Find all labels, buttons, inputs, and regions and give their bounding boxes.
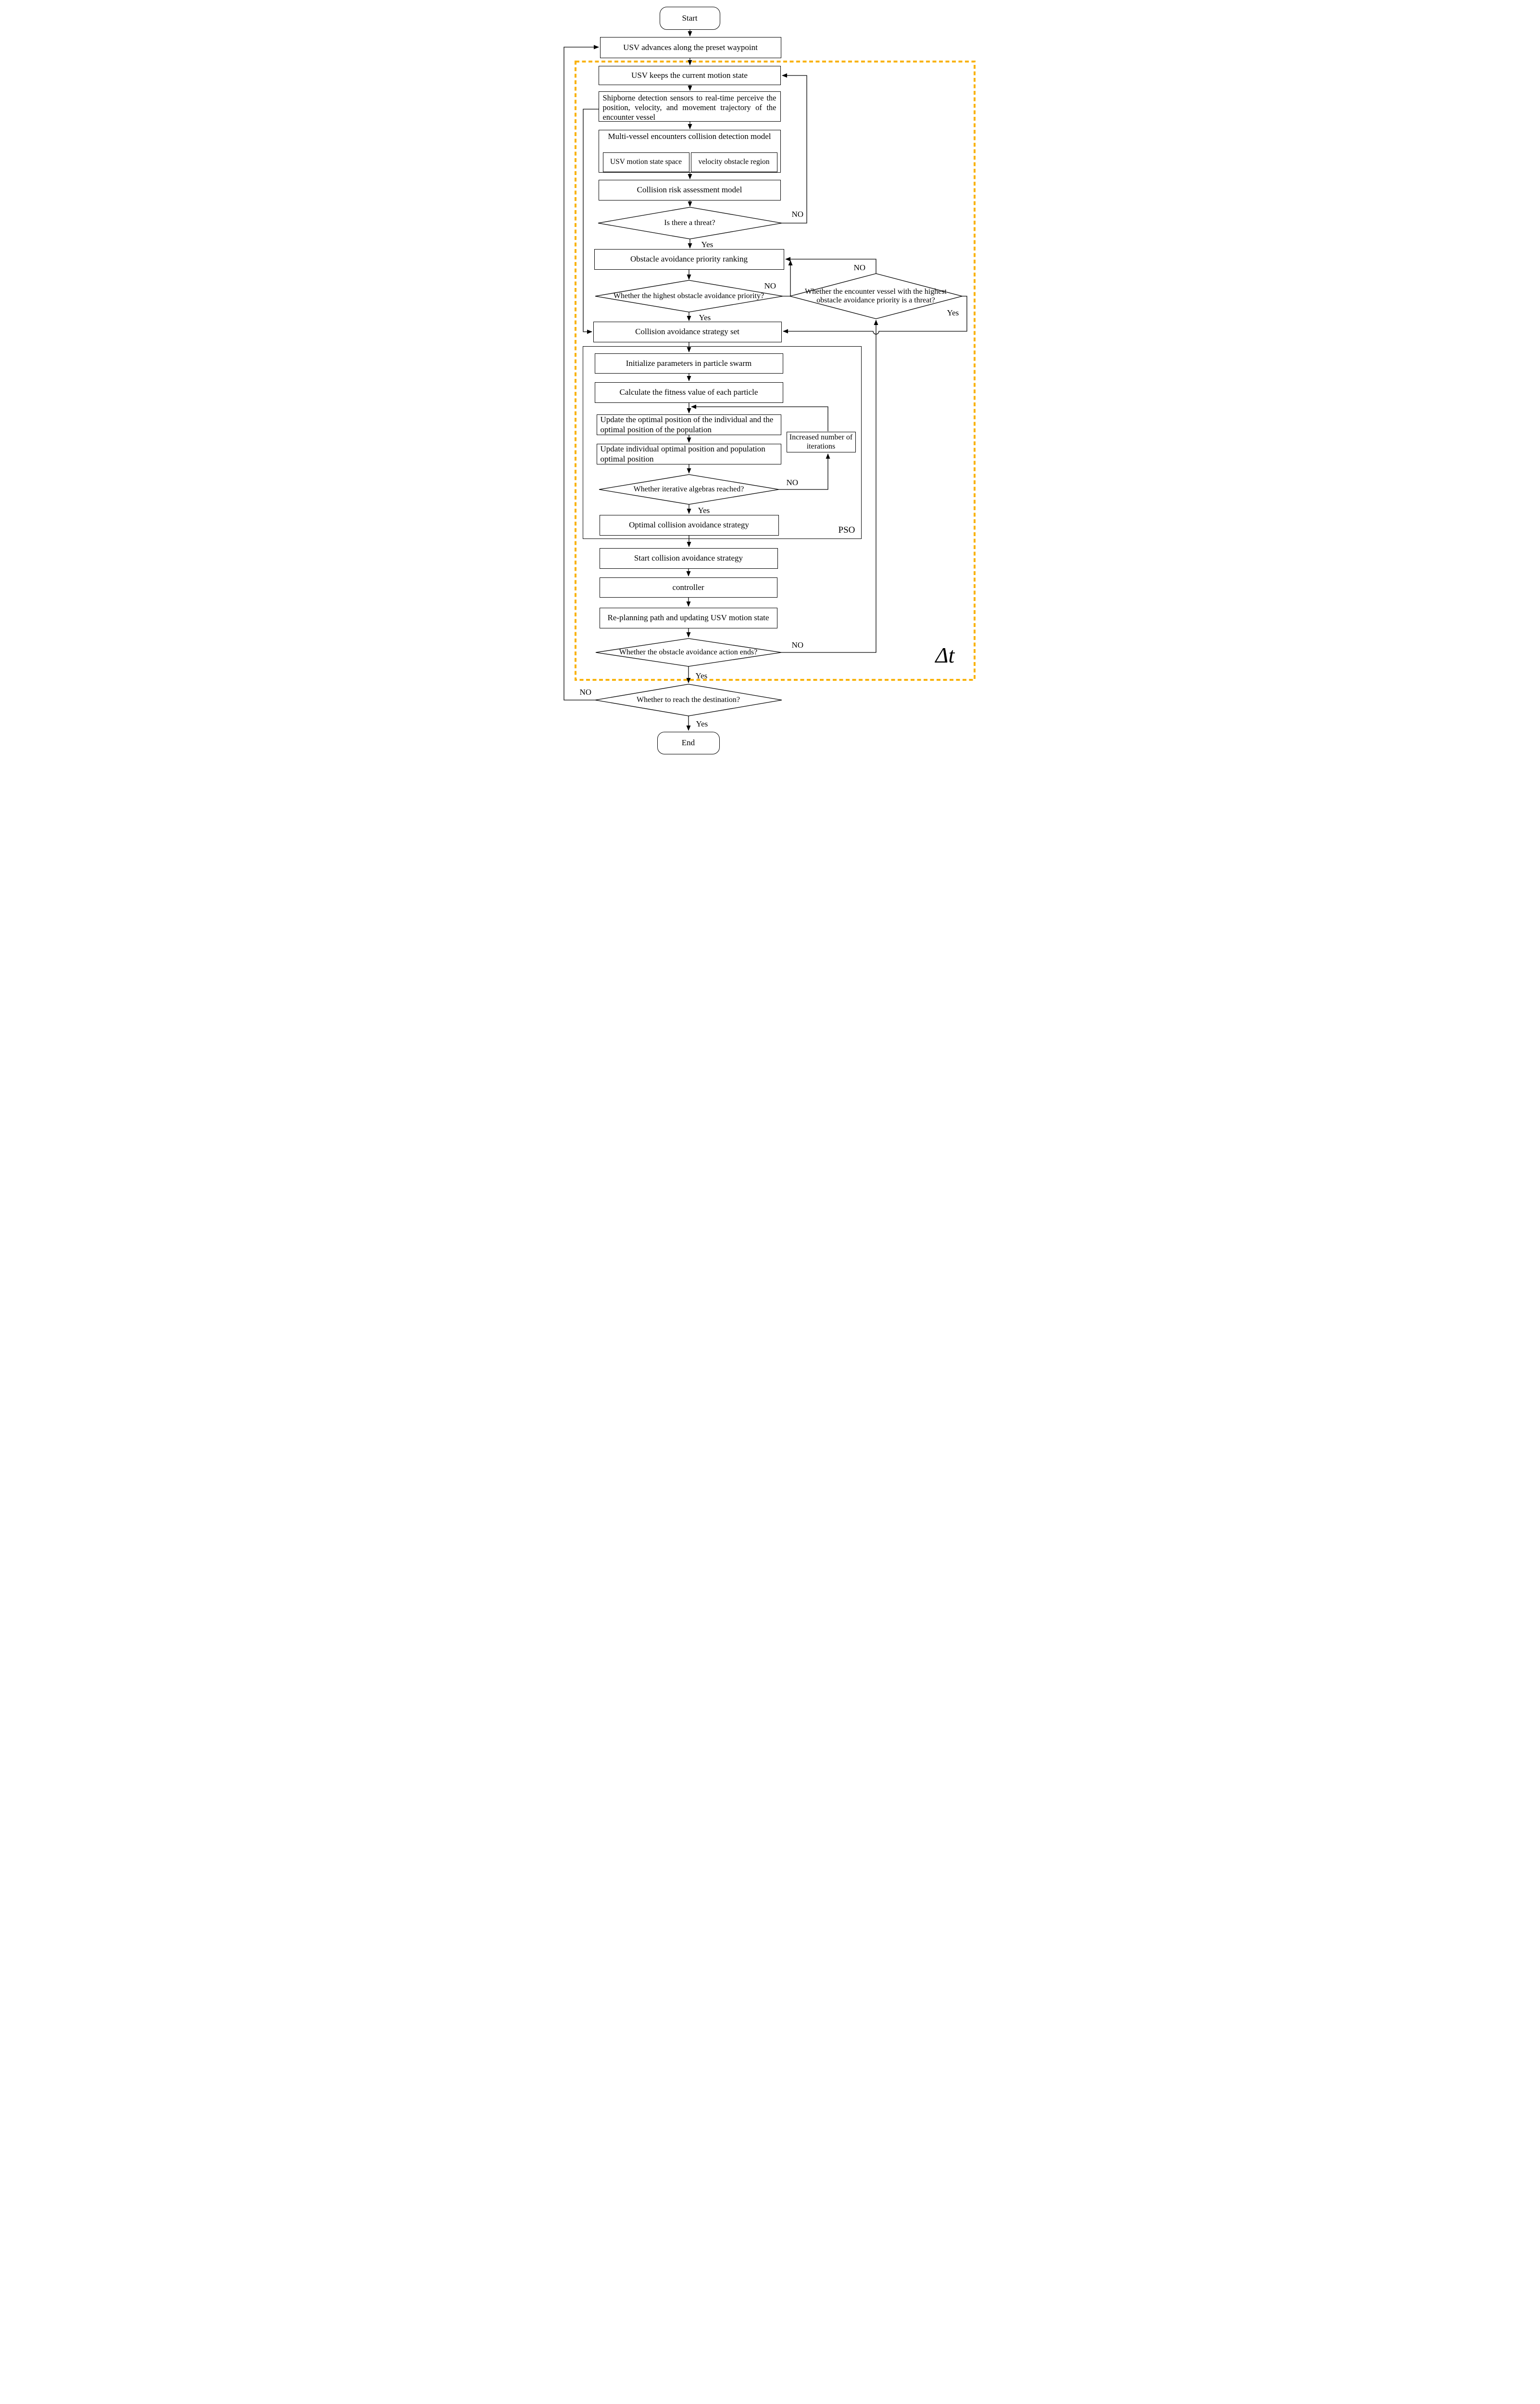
process-keep-motion-state: USV keeps the current motion state <box>598 66 781 85</box>
process-calc-fitness: Calculate the fitness value of each part… <box>594 382 783 403</box>
decision-highest-priority-shape <box>595 280 783 313</box>
decision-threat-shape <box>598 207 782 239</box>
pso-container <box>582 346 862 539</box>
process-priority-ranking: Obstacle avoidance priority ranking <box>594 249 784 270</box>
edge-no-action-ends: NO <box>791 640 804 650</box>
edge-yes-threat: Yes <box>701 240 714 249</box>
decision-iterative-shape <box>599 474 779 505</box>
detection-model-subboxes: USV motion state space velocity obstacle… <box>602 152 777 172</box>
process-shipborne-sensors: Shipborne detection sensors to real-time… <box>598 91 781 122</box>
process-controller: controller <box>599 577 777 598</box>
edge-yes-destination: Yes <box>696 719 708 728</box>
pso-label: PSO <box>838 525 855 535</box>
edge-yes-iterative: Yes <box>698 506 710 515</box>
edge-no-highest-priority: NO <box>764 281 776 290</box>
process-optimal-strategy: Optimal collision avoidance strategy <box>599 515 779 536</box>
decision-action-ends-shape <box>595 638 781 667</box>
flow-lines <box>563 30 967 731</box>
edge-no-encounter-threat: NO <box>853 263 866 272</box>
edge-yes-encounter-threat: Yes <box>947 308 959 317</box>
process-update-optimal: Update the optimal position of the indiv… <box>596 414 781 435</box>
decision-shapes <box>595 207 964 716</box>
process-replanning: Re-planning path and updating USV motion… <box>599 608 777 628</box>
process-start-strategy: Start collision avoidance strategy <box>599 548 778 569</box>
delta-t-dashed-boundary <box>574 61 976 681</box>
decision-encounter-threat-shape <box>788 273 964 319</box>
connector-layer <box>563 30 976 731</box>
delta-t-label: Δt <box>935 643 955 667</box>
edge-no-destination: NO <box>579 688 592 697</box>
flowchart-canvas: PSO Start USV advances along the preset … <box>557 0 983 761</box>
process-increase-iterations: Increased number of iterations <box>786 432 856 452</box>
edge-yes-highest-priority: Yes <box>699 313 711 322</box>
process-update-individual: Update individual optimal position and p… <box>596 444 781 464</box>
edge-no-iterative: NO <box>786 478 799 487</box>
subbox-motion-state-space: USV motion state space <box>602 152 689 172</box>
detection-model-title: Multi-vessel encounters collision detect… <box>608 132 771 141</box>
process-detection-model: Multi-vessel encounters collision detect… <box>598 130 781 173</box>
terminal-end: End <box>657 732 720 754</box>
process-init-particle-swarm: Initialize parameters in particle swarm <box>594 353 783 374</box>
terminal-start: Start <box>659 7 720 30</box>
process-advance-waypoint: USV advances along the preset waypoint <box>600 37 781 58</box>
process-risk-assessment: Collision risk assessment model <box>598 180 781 200</box>
edge-yes-action-ends: Yes <box>695 671 708 680</box>
edge-no-threat: NO <box>791 210 804 219</box>
decision-destination-shape <box>595 684 782 716</box>
subbox-velocity-obstacle-region: velocity obstacle region <box>690 152 777 172</box>
process-strategy-set: Collision avoidance strategy set <box>593 322 782 342</box>
